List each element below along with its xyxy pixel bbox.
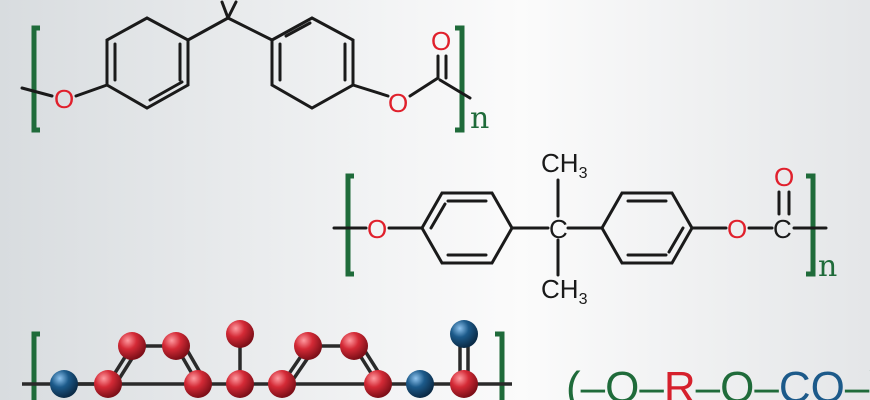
model-atom-oxygen [50, 370, 78, 398]
model-atom-carbon [226, 320, 254, 348]
model-atom-carbon [94, 370, 122, 398]
middle-methyl-top: CH3 [541, 148, 588, 182]
model-atom-carbon [226, 370, 254, 398]
repeat-unit-formula: (–O–R–O–CO–)n [566, 363, 870, 400]
middle-carbonyl-oxygen: O [774, 162, 794, 192]
middle-structure: O C CH3 CH3 O C O n [332, 148, 837, 308]
top-structure: O O O n [20, 0, 489, 136]
middle-repeat-n: n [818, 249, 837, 284]
model-atom-oxygen [450, 320, 478, 348]
model-atom-carbon [118, 332, 146, 360]
middle-left-oxygen: O [367, 214, 387, 244]
top-carbonyl-oxygen: O [431, 26, 451, 56]
model-left-bracket [31, 331, 40, 400]
model-right-bracket [495, 331, 505, 400]
ball-stick-model [22, 320, 512, 400]
top-left-bracket [31, 25, 40, 133]
middle-carbonyl-carbon: C [773, 214, 792, 244]
model-atom-carbon [162, 332, 190, 360]
model-atom-carbon [184, 370, 212, 398]
top-right-bracket [455, 25, 465, 133]
top-left-oxygen: O [54, 84, 74, 114]
middle-central-carbon: C [549, 214, 568, 244]
middle-methyl-bottom: CH3 [541, 274, 588, 308]
formula-text: (–O–R–O–CO–)n [566, 363, 870, 400]
top-repeat-n: n [470, 101, 489, 136]
top-right-oxygen: O [388, 88, 408, 118]
model-atom-carbon [450, 370, 478, 398]
middle-right-bracket [806, 173, 816, 277]
model-atom-carbon [268, 370, 296, 398]
middle-left-bracket [345, 173, 354, 277]
model-atom-carbon [294, 332, 322, 360]
model-atom-oxygen [406, 370, 434, 398]
model-atom-carbon [340, 332, 368, 360]
model-atom-carbon [364, 370, 392, 398]
middle-right-oxygen: O [727, 214, 747, 244]
